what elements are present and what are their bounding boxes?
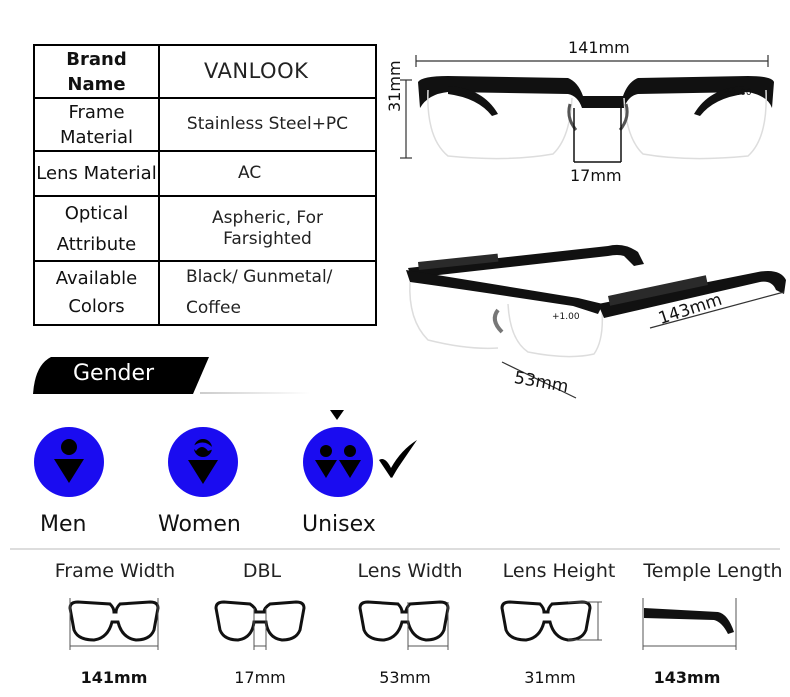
checkmark-icon [379, 440, 417, 478]
spec-row-colors: Available Colors Black/ Gunmetal/ Coffee [33, 260, 377, 326]
gender-header-tab [33, 357, 209, 394]
spec-value: AC [158, 150, 377, 197]
measure-value-dbl: 17mm [234, 668, 286, 687]
gender-underline [200, 392, 310, 394]
men-icon [34, 427, 104, 497]
measure-label-temple-length: Temple Length [643, 560, 783, 582]
spec-key: Lens Material [33, 150, 160, 197]
spec-table: Brand Name VANLOOK Frame Material Stainl… [33, 44, 377, 326]
spec-key-text: Frame Material [59, 101, 134, 148]
section-divider [10, 548, 780, 550]
measure-value-lens-width: 53mm [379, 668, 431, 687]
measure-label-dbl: DBL [242, 560, 282, 582]
spec-value: Stainless Steel+PC [158, 97, 377, 152]
measure-value-lens-height: 31mm [524, 668, 576, 687]
spec-key-text: Optical Attribute [56, 202, 137, 255]
glasses-front-view [400, 55, 774, 163]
front-lens-mark: +1.00 [724, 88, 752, 98]
spec-value: VANLOOK [158, 44, 377, 99]
spec-row-brand: Brand Name VANLOOK [33, 44, 377, 99]
front-bridge-label: 17mm [570, 166, 622, 185]
measure-label-frame-width: Frame Width [54, 560, 176, 582]
temple-length-icon [642, 598, 737, 650]
lens-width-icon [358, 600, 450, 650]
measure-value-frame-width: 141mm [80, 668, 148, 687]
dbl-icon [214, 600, 306, 650]
spec-key: Brand Name [33, 44, 160, 99]
spec-key: Optical Attribute [33, 195, 160, 262]
spec-value: Black/ Gunmetal/ Coffee [158, 260, 377, 326]
spec-value: Aspheric, For Farsighted [158, 195, 377, 262]
spec-key: Available Colors [33, 260, 160, 326]
gender-option-men: Men [40, 512, 87, 537]
spec-key-text: Available Colors [55, 268, 138, 317]
selected-indicator-icon [330, 410, 344, 420]
spec-row-optical: Optical Attribute Aspheric, For Farsight… [33, 195, 377, 262]
spec-row-frame-material: Frame Material Stainless Steel+PC [33, 97, 377, 152]
women-icon [168, 427, 238, 497]
front-height-label: 31mm [385, 60, 404, 112]
spec-value-text: Black/ Gunmetal/ Coffee [186, 267, 333, 318]
spec-key: Frame Material [33, 97, 160, 152]
spec-value-text: Aspheric, For Farsighted [212, 207, 323, 249]
measure-value-temple-length: 143mm [653, 668, 721, 687]
measure-label-lens-width: Lens Width [357, 560, 463, 582]
gender-option-unisex: Unisex [302, 512, 376, 537]
unisex-icon [303, 427, 373, 497]
glasses-side-view [406, 244, 786, 399]
frame-width-icon [68, 598, 160, 650]
measure-label-lens-height: Lens Height [502, 560, 616, 582]
gender-title: Gender [73, 361, 155, 386]
spec-row-lens-material: Lens Material AC [33, 150, 377, 197]
side-lens-mark: +1.00 [552, 312, 580, 322]
gender-option-women: Women [158, 512, 241, 537]
lens-height-icon [500, 600, 602, 642]
front-width-label: 141mm [568, 38, 630, 57]
